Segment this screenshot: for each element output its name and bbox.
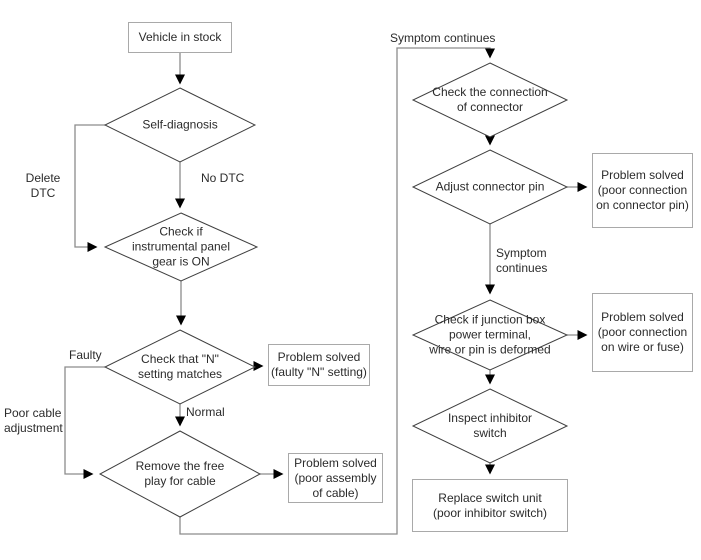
symptom-continues-top-edge-label: Symptom continues xyxy=(390,31,496,45)
check-instrument-panel-diamond xyxy=(103,212,259,282)
problem-cable-assembly-box: Problem solved (poor assembly of cable) xyxy=(288,453,383,503)
adjust-connector-pin-diamond xyxy=(411,149,569,225)
self-diagnosis-label: Self-diagnosis xyxy=(142,117,218,132)
inspect-inhibitor-label: Inspect inhibitor switch xyxy=(447,411,533,440)
check-junction-box-diamond xyxy=(411,299,569,371)
symptom-continues-mid-edge-label: Symptom continues xyxy=(496,246,548,275)
edge-symptom-continues-return xyxy=(179,47,495,535)
check-junction-box-label: Check if junction box power terminal, wi… xyxy=(429,312,551,357)
delete-dtc-edge-label: Delete DTC xyxy=(25,171,61,200)
poor-cable-adjustment-edge-label: Poor cable adjustment xyxy=(4,406,63,435)
check-instrument-panel-label: Check if instrumental panel gear is ON xyxy=(131,224,231,269)
check-n-setting-diamond xyxy=(103,329,257,405)
no-dtc-edge-label: No DTC xyxy=(201,171,245,185)
problem-wire-fuse-box: Problem solved (poor connection on wire … xyxy=(592,293,693,372)
edge-faulty-loop xyxy=(64,366,105,479)
adjust-connector-pin-label: Adjust connector pin xyxy=(435,179,545,194)
remove-free-play-diamond xyxy=(98,430,262,518)
remove-free-play-label: Remove the free play for cable xyxy=(135,459,225,488)
check-n-setting-label: Check that "N" setting matches xyxy=(137,352,223,381)
check-connector-diamond xyxy=(411,62,569,138)
replace-switch-unit-box: Replace switch unit (poor inhibitor swit… xyxy=(412,479,568,532)
inspect-inhibitor-diamond xyxy=(411,388,569,464)
self-diagnosis-diamond xyxy=(103,87,257,163)
problem-faulty-n-box: Problem solved (faulty "N" setting) xyxy=(268,344,370,386)
normal-edge-label: Normal xyxy=(186,405,225,419)
problem-connector-pin-box: Problem solved (poor connection on conne… xyxy=(592,153,693,228)
edge-delete-dtc-loop xyxy=(74,124,105,252)
faulty-edge-label: Faulty xyxy=(69,348,102,362)
check-connector-label: Check the connection of connector xyxy=(432,85,548,114)
vehicle-in-stock-box: Vehicle in stock xyxy=(128,22,232,53)
